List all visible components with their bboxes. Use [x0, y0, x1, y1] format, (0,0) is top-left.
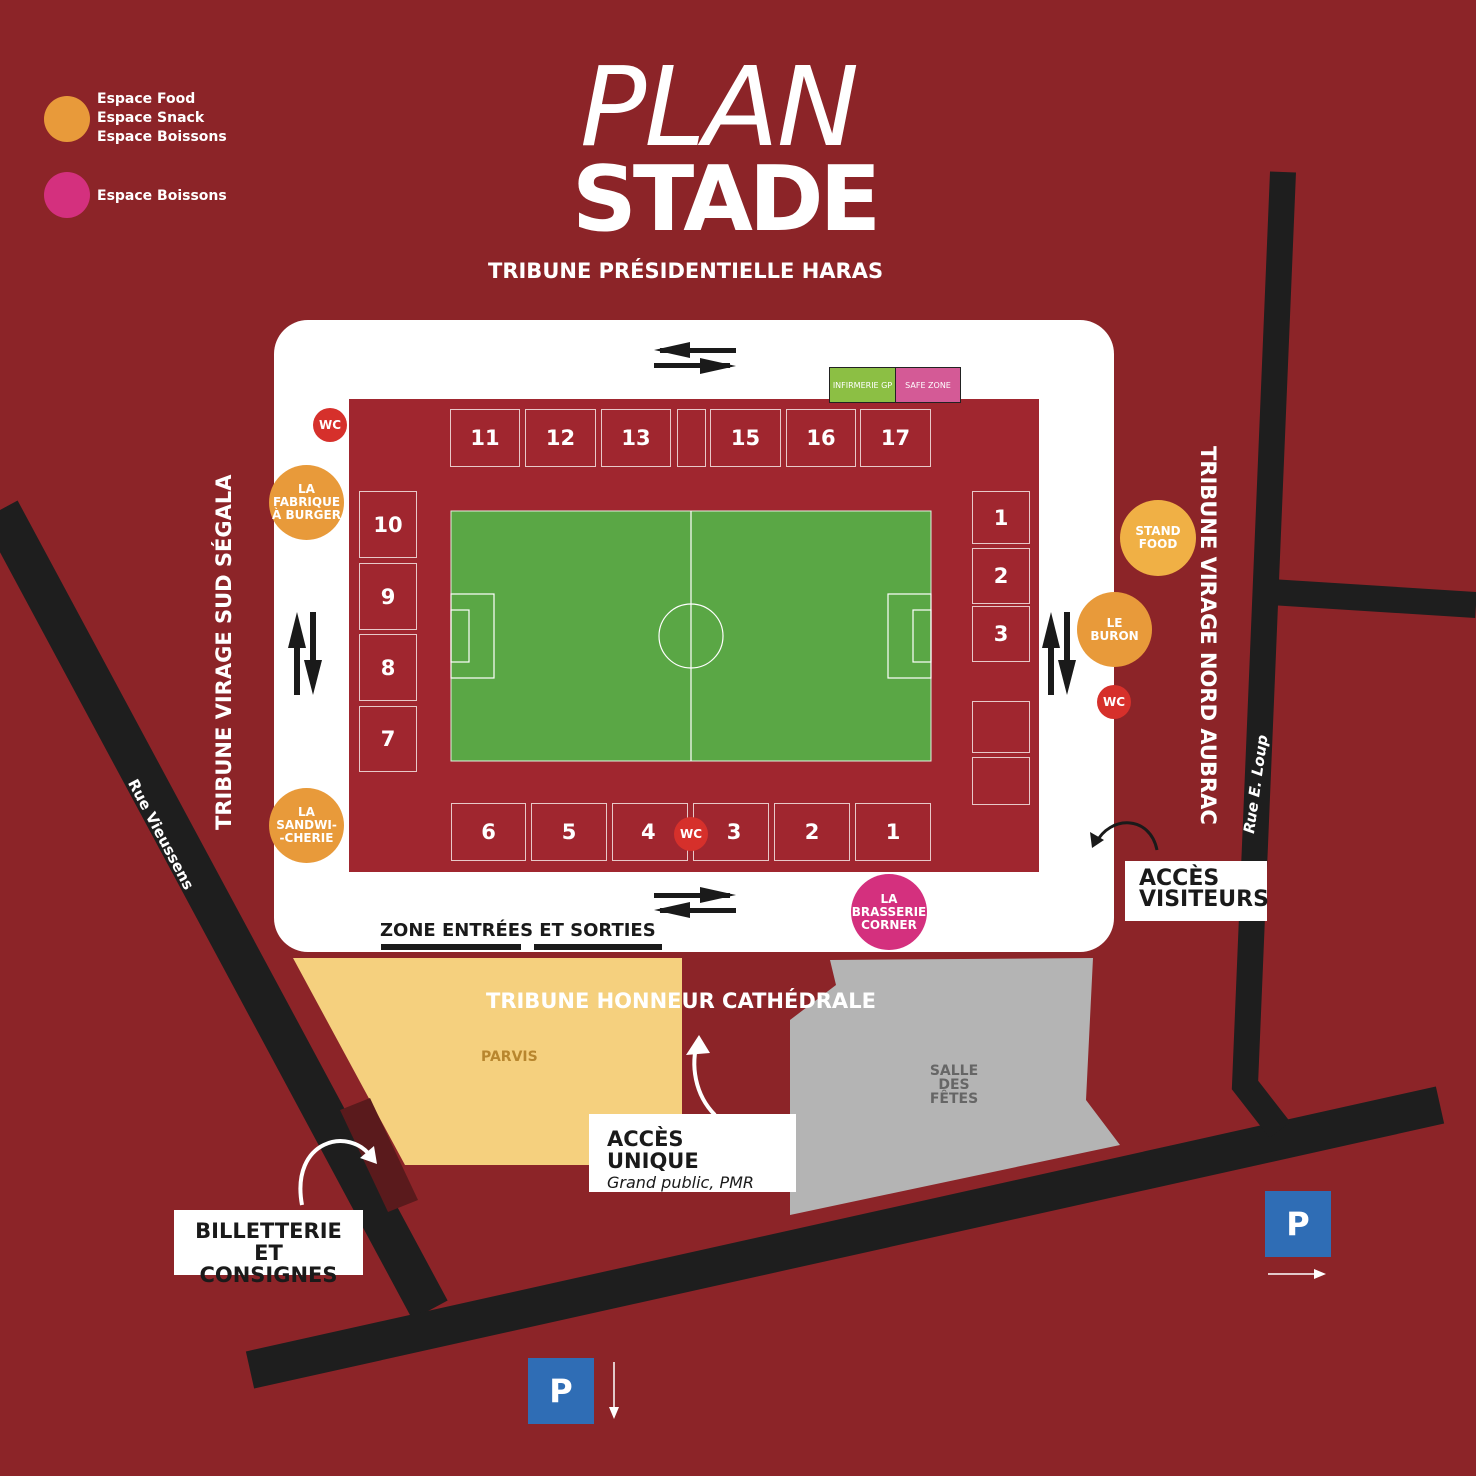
road-east: [1269, 579, 1476, 618]
acces-visiteurs-label: ACCÈS VISITEURS: [1125, 861, 1269, 921]
block-right[interactable]: 1: [972, 491, 1030, 544]
block-right[interactable]: 2: [972, 548, 1030, 604]
block-top[interactable]: [677, 409, 706, 467]
legend-label: Espace Boissons: [97, 188, 227, 204]
flow-arrows-left: [288, 612, 322, 695]
tribune-west: TRIBUNE VIRAGE SUD SÉGALA: [212, 474, 236, 831]
safe-zone-label: SAFE ZONE: [895, 367, 961, 403]
food-fabrique-burger[interactable]: LA FABRIQUE À BURGER: [269, 465, 344, 540]
wc-icon: WC: [674, 817, 708, 851]
wc-icon: WC: [1097, 685, 1131, 719]
legend-label: Espace Snack: [97, 110, 205, 126]
zone-entrees-sorties: ZONE ENTRÉES ET SORTIES: [380, 920, 656, 941]
block-right[interactable]: [972, 701, 1030, 753]
legend-food: Espace Food Espace Snack Espace Boissons: [97, 90, 227, 147]
infirmerie-label: INFIRMERIE GP: [829, 367, 896, 403]
block-bottom[interactable]: 1: [855, 803, 931, 861]
flow-arrows-top: [654, 342, 736, 374]
billetterie-building: [340, 1098, 418, 1212]
block-top[interactable]: 16: [786, 409, 856, 467]
acces-unique-title: ACCÈS UNIQUE: [607, 1127, 699, 1173]
block-top[interactable]: 13: [601, 409, 671, 467]
parvis-label: PARVIS: [481, 1049, 538, 1065]
block-top[interactable]: 11: [450, 409, 520, 467]
title-stade: STADE: [572, 147, 881, 252]
legend-drinks: Espace Boissons: [97, 187, 227, 206]
road-rue-loup: [1231, 171, 1296, 1138]
block-left[interactable]: 9: [359, 563, 417, 630]
parking-south[interactable]: P: [528, 1358, 594, 1424]
salle-des-fetes-area: [790, 958, 1120, 1215]
block-top[interactable]: 12: [525, 409, 596, 467]
visiteurs-arrow: [1094, 821, 1159, 851]
flow-arrows-bottom: [654, 887, 736, 918]
block-right[interactable]: 3: [972, 606, 1030, 662]
tribune-north: TRIBUNE PRÉSIDENTIELLE HARAS: [488, 259, 884, 283]
salle-des-fetes-label: SALLE DES FÊTES: [929, 1063, 979, 1107]
parking-east[interactable]: P: [1265, 1191, 1331, 1257]
block-left[interactable]: 8: [359, 634, 417, 701]
tribune-east: TRIBUNE VIRAGE NORD AUBRAC: [1196, 446, 1220, 825]
legend-label: Espace Food: [97, 91, 196, 107]
food-le-buron[interactable]: LE BURON: [1077, 592, 1152, 667]
acces-unique-box: ACCÈS UNIQUE Grand public, PMR: [589, 1114, 796, 1192]
block-bottom[interactable]: 5: [531, 803, 607, 861]
block-bottom[interactable]: 6: [451, 803, 526, 861]
block-left[interactable]: 7: [359, 706, 417, 772]
flow-arrows-right: [1042, 612, 1076, 695]
block-left[interactable]: 10: [359, 491, 417, 558]
wc-icon: WC: [313, 408, 347, 442]
block-bottom[interactable]: 2: [774, 803, 850, 861]
parvis-area: [293, 958, 682, 1165]
food-stand-food[interactable]: STAND FOOD: [1120, 500, 1196, 576]
title-plan: PLAN: [580, 43, 859, 171]
road-south: [245, 1086, 1445, 1389]
tribune-south: TRIBUNE HONNEUR CATHÉDRALE: [486, 989, 876, 1013]
legend-drinks-dot: [44, 172, 90, 218]
food-sandwicherie[interactable]: LA SANDWI- -CHERIE: [269, 788, 344, 863]
billetterie-arrow: [298, 1139, 374, 1206]
road-rue-vieussens: [0, 500, 448, 1320]
block-top[interactable]: 15: [710, 409, 781, 467]
acces-unique-subtitle: Grand public, PMR: [607, 1173, 755, 1192]
legend-label: Espace Boissons: [97, 129, 227, 145]
block-right[interactable]: [972, 757, 1030, 805]
drinks-brasserie-corner[interactable]: LA BRASSERIE CORNER: [851, 874, 927, 950]
legend-food-dot: [44, 96, 90, 142]
block-top[interactable]: 17: [860, 409, 931, 467]
billetterie-label: BILLETTERIE ET CONSIGNES: [174, 1210, 363, 1286]
